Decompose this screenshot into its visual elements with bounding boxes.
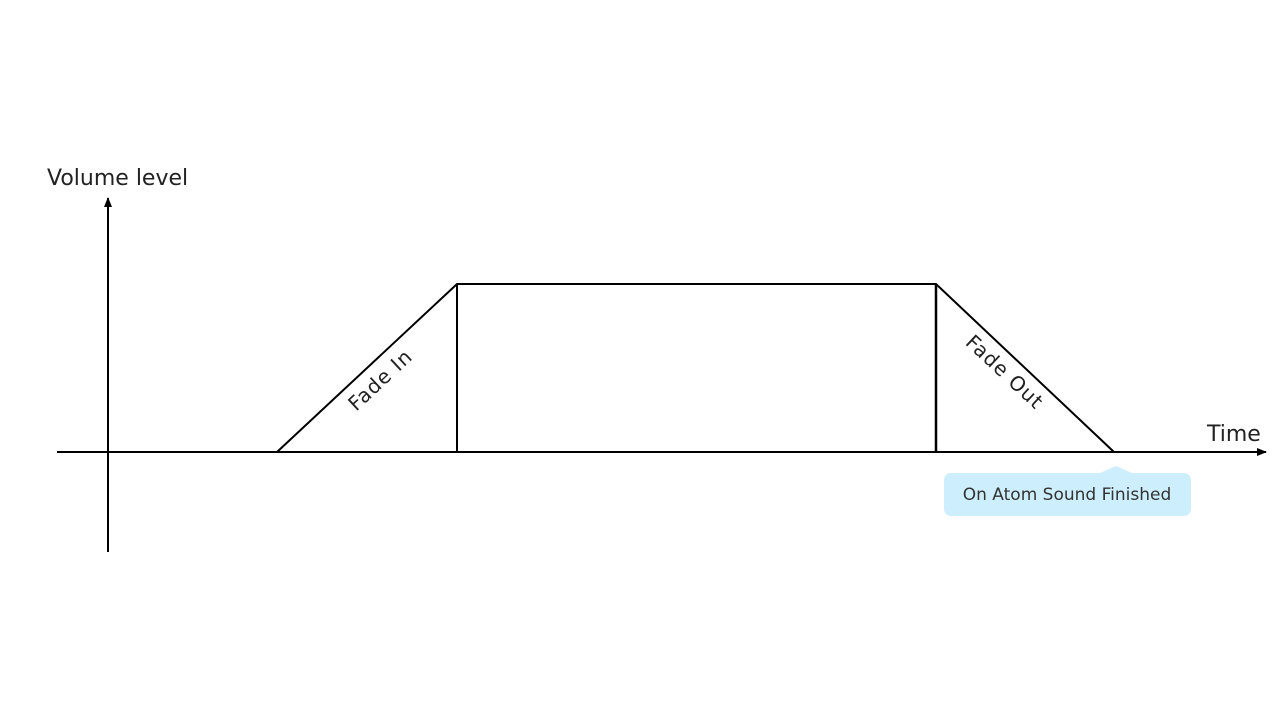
callout-bubble bbox=[944, 466, 1191, 516]
callout-text: On Atom Sound Finished bbox=[963, 485, 1172, 505]
fade-out-label: Fade Out bbox=[961, 330, 1049, 414]
volume-envelope-line bbox=[276, 283, 1115, 453]
y-axis-title: Volume level bbox=[47, 166, 188, 191]
x-axis-title: Time bbox=[1206, 422, 1261, 447]
